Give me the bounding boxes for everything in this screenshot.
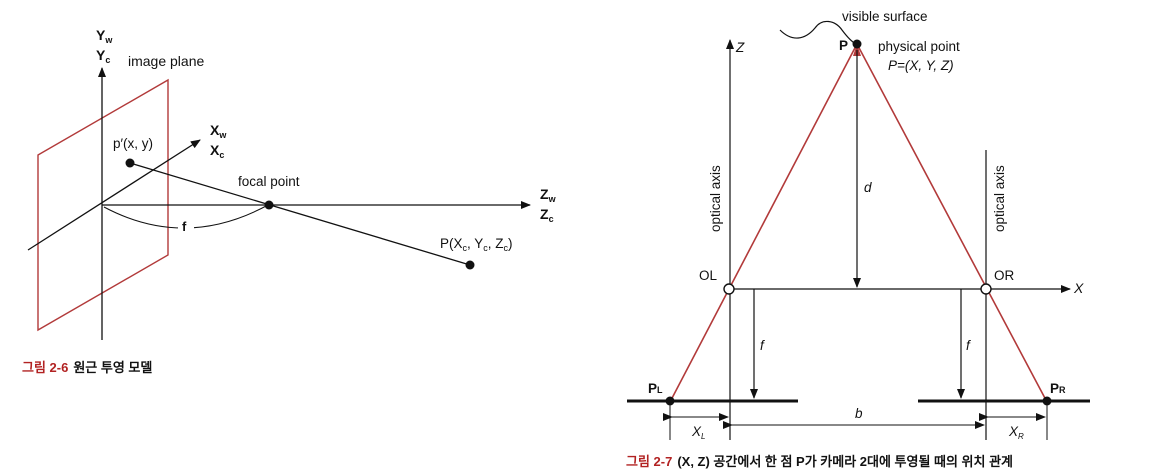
left-projected-point [665,396,675,406]
label-OR: OR [994,268,1015,283]
image-point [125,158,135,168]
label-X: X [1073,280,1084,296]
label-optical-axis-right: optical axis [992,165,1007,232]
visible-surface-curve [779,20,857,45]
label-focal-point: focal point [238,174,300,189]
caption-2-7: 그림 2-7(X, Z) 공간에서 한 점 P가 카메라 2대에 투영될 때의 … [626,454,1013,469]
label-visible-surface: visible surface [842,9,928,24]
label-f: f [182,219,187,234]
label-world-point: P(Xc, Yc, Zc) [440,236,513,253]
right-optical-center [980,283,992,295]
label-f-right: f [966,338,971,353]
focal-point [264,200,274,210]
image-plane-shape [37,78,169,332]
world-point [465,260,475,270]
label-optical-axis-left: optical axis [708,165,723,232]
label-PL: PL [648,381,663,396]
label-b: b [855,406,863,421]
label-d: d [864,180,872,195]
label-XL: XL [691,424,705,441]
label-P-equation: P=(X, Y, Z) [888,58,954,73]
right-projected-point [1042,396,1052,406]
label-zw: Zw [540,186,557,204]
label-xw: Xw [210,122,227,140]
label-OL: OL [699,268,718,283]
label-XR: XR [1008,424,1024,441]
label-PR: PR [1050,381,1066,396]
label-image-plane: image plane [128,53,204,69]
figure-2-6: Yw Yc image plane Xw Xc p′(x, y) focal p… [22,27,557,375]
ray-right [856,43,1048,403]
label-xc: Xc [210,142,224,160]
label-yw: Yw [96,27,113,45]
left-optical-center [723,283,735,295]
projection-ray [129,162,471,266]
label-f-left: f [760,338,765,353]
label-p-prime: p′(x, y) [113,136,153,151]
physical-point [852,39,862,49]
label-zc: Zc [540,206,554,224]
ray-left [669,43,858,403]
label-physical-point: physical point [878,39,960,54]
label-P: P [839,38,848,53]
label-yc: Yc [96,47,110,65]
label-Z: Z [735,40,745,55]
x-axis [27,139,201,251]
figure-2-7: visible surface P physical point P=(X, Y… [626,9,1090,469]
